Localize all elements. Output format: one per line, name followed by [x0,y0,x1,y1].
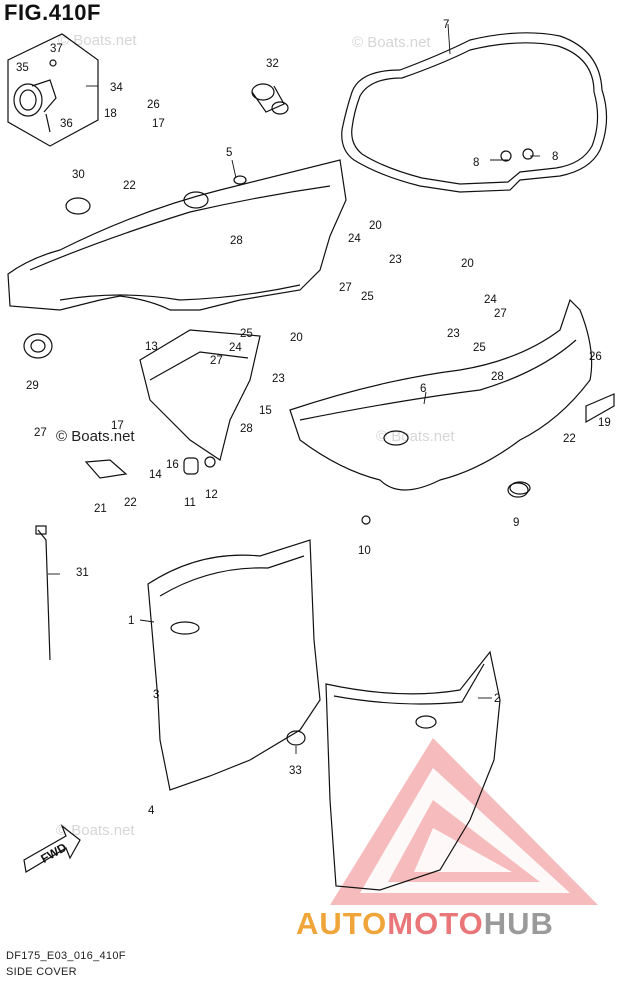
callout-number: 24 [348,233,361,245]
callout-number: 4 [148,805,155,817]
brand-part-moto: MOTO [387,906,484,941]
figure-code: DF175_E03_016_410F [6,950,126,962]
figure-title: FIG.410F [4,0,101,25]
bracket-13 [139,329,261,461]
fwd-arrow-icon [23,824,81,873]
callout-number: 7 [443,19,449,31]
callout-number: 26 [589,351,602,363]
callout-number: 30 [72,169,85,181]
callout-number: 8 [552,151,558,163]
callout-number: 18 [104,108,117,120]
callout-number: 23 [447,328,460,340]
callout-number: 17 [111,420,124,432]
callout-number: 24 [229,342,242,354]
callout-number: 25 [240,328,253,340]
brand-part-auto: AUTO [296,906,388,941]
callout-number: 20 [461,258,474,270]
leader-lines [48,23,540,754]
callout-number: 2 [494,693,500,705]
callout-number: 34 [110,82,123,94]
callout-number: 28 [491,371,504,383]
figure-name: SIDE COVER [6,966,77,978]
callout-number: 6 [420,383,426,395]
callout-number: 21 [94,503,107,515]
strap-31 [37,529,51,661]
callout-number: 13 [145,341,158,353]
callout-number: 36 [60,118,73,130]
watermark-text: © Boats.net [56,428,135,445]
callout-number: 3 [153,689,159,701]
callout-number: 19 [598,417,611,429]
callout-number: 14 [149,469,162,481]
callout-number: 10 [358,545,371,557]
callout-number: 20 [369,220,382,232]
callout-number: 25 [361,291,374,303]
callout-number: 32 [266,58,279,70]
upper-cover-5 [7,159,347,311]
grommet-32 [251,83,289,115]
callout-number: 8 [473,157,479,169]
watermark-text: © Boats.net [376,428,455,445]
callout-number: 26 [147,99,160,111]
callout-number: 1 [128,615,134,627]
callout-number: 37 [50,43,63,55]
callout-number: 15 [259,405,272,417]
callout-number: 28 [240,423,253,435]
callout-number: 27 [210,355,223,367]
callout-number: 35 [16,62,29,74]
kit-box-34 [7,33,99,147]
callout-number: 28 [230,235,243,247]
callout-number: 9 [513,517,519,529]
callout-number: 22 [124,497,137,509]
brand-logo: AUTOMOTOHUB [296,906,554,942]
callout-number: 31 [76,567,89,579]
callout-number: 29 [26,380,39,392]
callout-number: 17 [152,118,165,130]
callout-number: 12 [205,489,218,501]
seal-7 [341,32,608,193]
upper-cover-6 [289,298,593,491]
brand-part-hub: HUB [483,906,554,941]
callout-number: 23 [389,254,402,266]
callout-number: 24 [484,294,497,306]
callout-number: 25 [473,342,486,354]
callout-number: 23 [272,373,285,385]
callout-number: 33 [289,765,302,777]
callout-number: 22 [123,180,136,192]
brand-triangle-icon [330,738,598,905]
callout-number: 22 [563,433,576,445]
callout-number: 27 [339,282,352,294]
watermark-text: © Boats.net [56,822,135,839]
callout-number: 20 [290,332,303,344]
callout-number: 11 [184,497,196,509]
lower-cover-1 [147,539,321,791]
callout-number: 27 [34,427,47,439]
callout-number: 16 [166,459,179,471]
watermark-text: © Boats.net [352,34,431,51]
callout-number: 27 [494,308,507,320]
callout-number: 5 [226,147,232,159]
lower-cover-2 [325,650,501,891]
